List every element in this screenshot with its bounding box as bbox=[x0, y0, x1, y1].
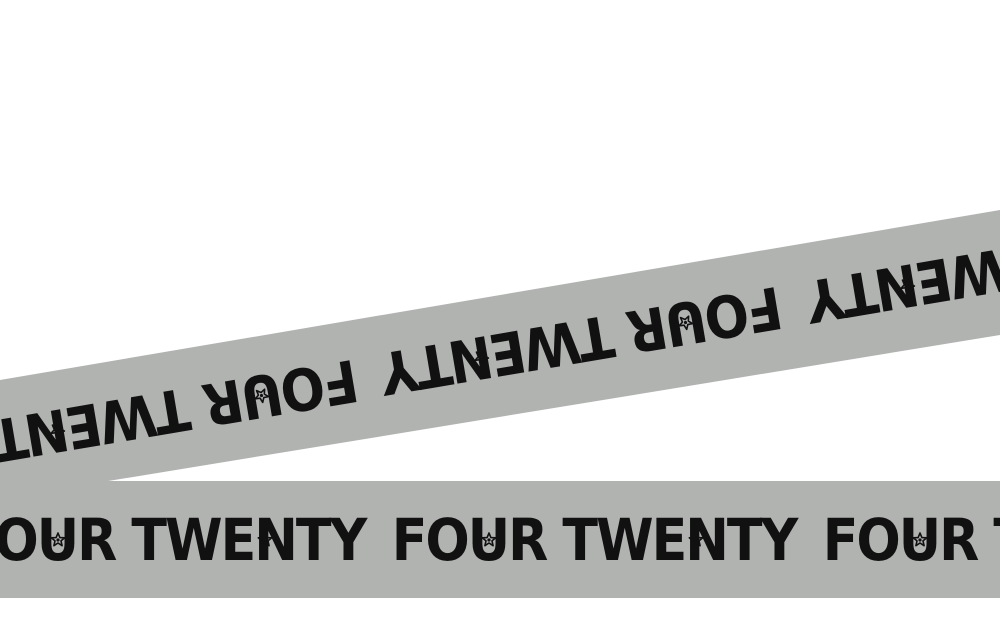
logo-repeat: FOUR TWENTY bbox=[0, 506, 371, 574]
lanyard-strap-lower bbox=[0, 481, 1000, 598]
logo-text: FOUR TWENTY bbox=[823, 506, 1000, 574]
logo-text: FOUR TWENTY bbox=[392, 506, 800, 574]
logo-repeat: FOUR TWENTY bbox=[823, 506, 1000, 574]
logo-text: FOUR TWENTY bbox=[0, 506, 369, 574]
lanyard-strap-upper bbox=[0, 210, 1000, 500]
logo-repeat: FOUR TWENTY bbox=[392, 506, 802, 574]
